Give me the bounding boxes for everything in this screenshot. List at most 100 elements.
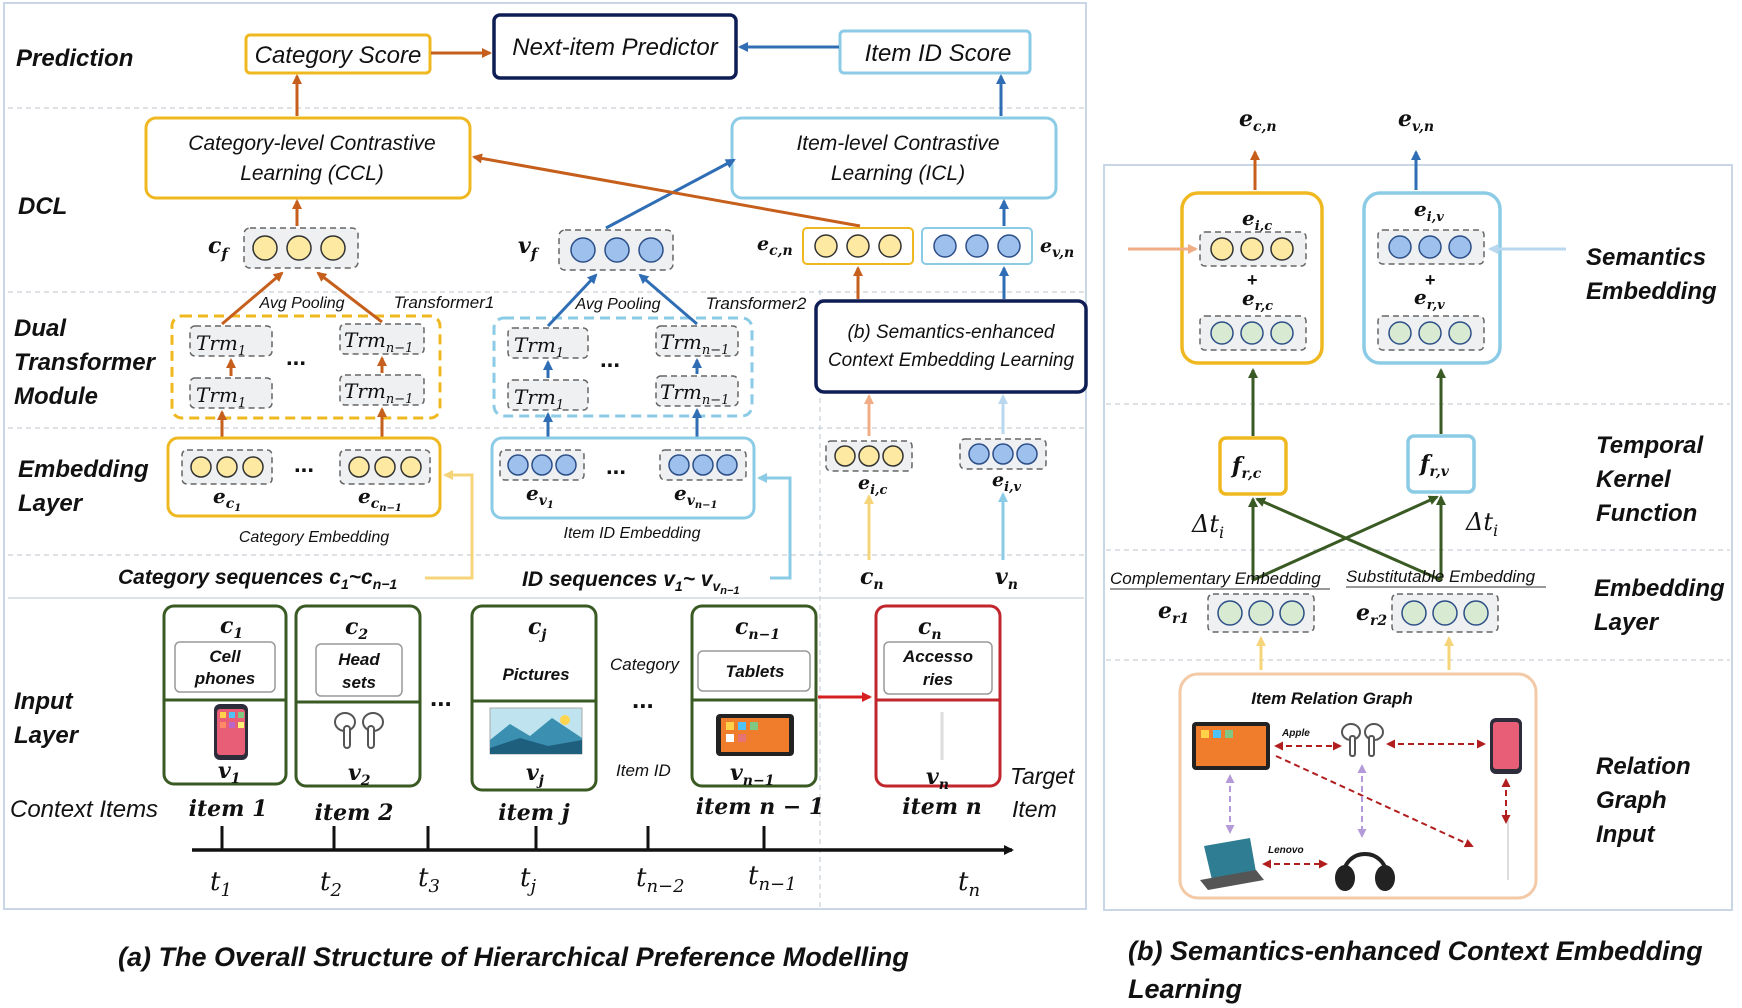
next-item-predictor-label: Next-item Predictor (512, 34, 718, 61)
panel-b-frame (1103, 164, 1733, 911)
er1-nodes (1217, 600, 1305, 626)
eic-label: ei,c (858, 472, 888, 498)
b-erv-label: er,v (1414, 285, 1445, 313)
row-label-input-layer: Layer (14, 722, 80, 749)
category-score-box (244, 33, 432, 75)
svg-text:Accesso: Accesso (902, 647, 973, 666)
svg-text:sets: sets (342, 673, 376, 692)
green-arrows (1248, 368, 1446, 582)
lenovo-label: Lenovo (1268, 845, 1304, 856)
ev1-label: ev1 (526, 481, 554, 511)
b-eiv-label: ei,v (1414, 197, 1444, 225)
input-ellipsis-2: ... (632, 684, 654, 714)
row-label-transformer: Transformer (14, 349, 157, 376)
row-dividers-a (8, 107, 1084, 908)
arrow-catseq-emb (425, 470, 474, 580)
ccl-line2: Learning (CCL) (240, 162, 384, 185)
transformer2-label: Transformer2 (706, 294, 807, 313)
b-ecn-label: ec,n (1239, 106, 1277, 135)
ccl-box (144, 116, 472, 200)
svg-text:Trmn−1: Trmn−1 (344, 379, 413, 407)
sem-enhanced-line2: Context Embedding Learning (828, 350, 1075, 371)
emb-ellipsis-1: ... (294, 451, 314, 478)
next-item-predictor-box (492, 13, 738, 80)
svg-text:item j: item j (498, 800, 569, 826)
category-note: Category (610, 655, 680, 674)
eic-nodes (834, 445, 904, 467)
trm-blocks-2 (507, 325, 739, 411)
substitutable-label: Substitutable Embedding (1346, 567, 1536, 586)
b-erc-nodes (1210, 321, 1294, 345)
graph-headphones-icon (1335, 852, 1395, 891)
vf-label: vf (518, 233, 540, 263)
b-eic-nodes (1210, 237, 1294, 261)
dt-right: Δti (1465, 508, 1498, 540)
icl-line2: Learning (ICL) (831, 162, 965, 185)
b-plus-c: + (1247, 270, 1258, 290)
svg-text:Pictures: Pictures (502, 665, 569, 684)
trm-arrows-2 (543, 273, 702, 438)
b-eiv-nodes (1388, 235, 1472, 259)
svg-text:item n: item n (902, 794, 981, 820)
svg-text:item 1: item 1 (189, 796, 268, 822)
b-erc-label: er,c (1242, 286, 1273, 314)
avg-pooling-1: Avg Pooling (258, 295, 344, 312)
svg-text:vn: vn (926, 764, 949, 793)
trm-labels: Trm1 Trm1 Trmn−1 Trmn−1 Trm1 Trm1 Trmn−1… (196, 328, 729, 413)
b-eic-label: ei,c (1242, 206, 1272, 234)
svg-text:Kernel: Kernel (1596, 466, 1672, 493)
row-labels-b: Semantics Embedding Temporal Kernel Func… (1586, 244, 1725, 848)
er2-label: er2 (1356, 600, 1387, 629)
svg-text:Trm1: Trm1 (514, 385, 564, 413)
icl-line1: Item-level Contrastive (796, 132, 999, 155)
svg-text:t3: t3 (418, 863, 440, 897)
row-label-dcl: DCL (18, 193, 67, 220)
caption-a: (a) The Overall Structure of Hierarchica… (118, 942, 909, 972)
avg-pooling-2: Avg Pooling (574, 296, 660, 313)
svg-text:ries: ries (923, 670, 953, 689)
trm-ellipsis-2: ... (600, 346, 620, 373)
dt-left: Δti (1191, 510, 1224, 542)
input-ellipsis-1: ... (430, 682, 452, 712)
svg-text:cn−1: cn−1 (735, 614, 780, 643)
graph-purple-edges (1225, 764, 1367, 838)
tablet-icon (716, 714, 794, 756)
er2-nodes (1401, 600, 1489, 626)
item-card-1: c1 Cell phones v1 (162, 604, 288, 787)
icl-box (730, 116, 1058, 200)
arrow-idseq-emb (757, 473, 792, 580)
svg-text:tn−1: tn−1 (748, 861, 797, 895)
svg-text:tn: tn (958, 867, 980, 901)
target-label-2: Item (1012, 796, 1057, 822)
sem-enhanced-line1: (b) Semantics-enhanced (848, 322, 1056, 343)
evn-nodes (933, 234, 1021, 258)
earbuds-icon (334, 712, 384, 749)
evn1-nodes (668, 454, 738, 476)
item-id-score-label: Item ID Score (865, 40, 1012, 67)
item-id-note: Item ID (616, 761, 671, 780)
svg-text:t2: t2 (320, 867, 342, 901)
emb-ellipsis-2: ... (606, 453, 626, 480)
svg-text:Trm1: Trm1 (514, 333, 564, 361)
b-evn-label: ev,n (1398, 106, 1434, 135)
svg-text:Cell: Cell (209, 647, 241, 666)
svg-text:Embedding: Embedding (1586, 278, 1717, 305)
ccl-line1: Category-level Contrastive (188, 132, 435, 155)
ec1-nodes (190, 456, 264, 478)
ecn1-nodes (348, 456, 422, 478)
evn1-label: evn−1 (674, 481, 717, 511)
item-id-embedding-label: Item ID Embedding (564, 525, 701, 542)
timeline-labels: t1 t2 t3 tj tn−2 tn−1 tn (210, 861, 980, 901)
phone-icon (214, 704, 248, 760)
svg-text:v2: v2 (348, 760, 371, 789)
cn-label: cn (860, 564, 884, 593)
graph-tablet-icon (1192, 722, 1270, 770)
svg-text:Trmn−1: Trmn−1 (660, 380, 729, 408)
svg-text:t1: t1 (210, 867, 232, 901)
transformer1-label: Transformer1 (394, 293, 495, 312)
svg-text:vj: vj (526, 760, 544, 789)
svg-text:Tablets: Tablets (726, 662, 785, 681)
target-label-1: Target (1010, 763, 1076, 789)
sem-enhanced-box (814, 299, 1088, 394)
